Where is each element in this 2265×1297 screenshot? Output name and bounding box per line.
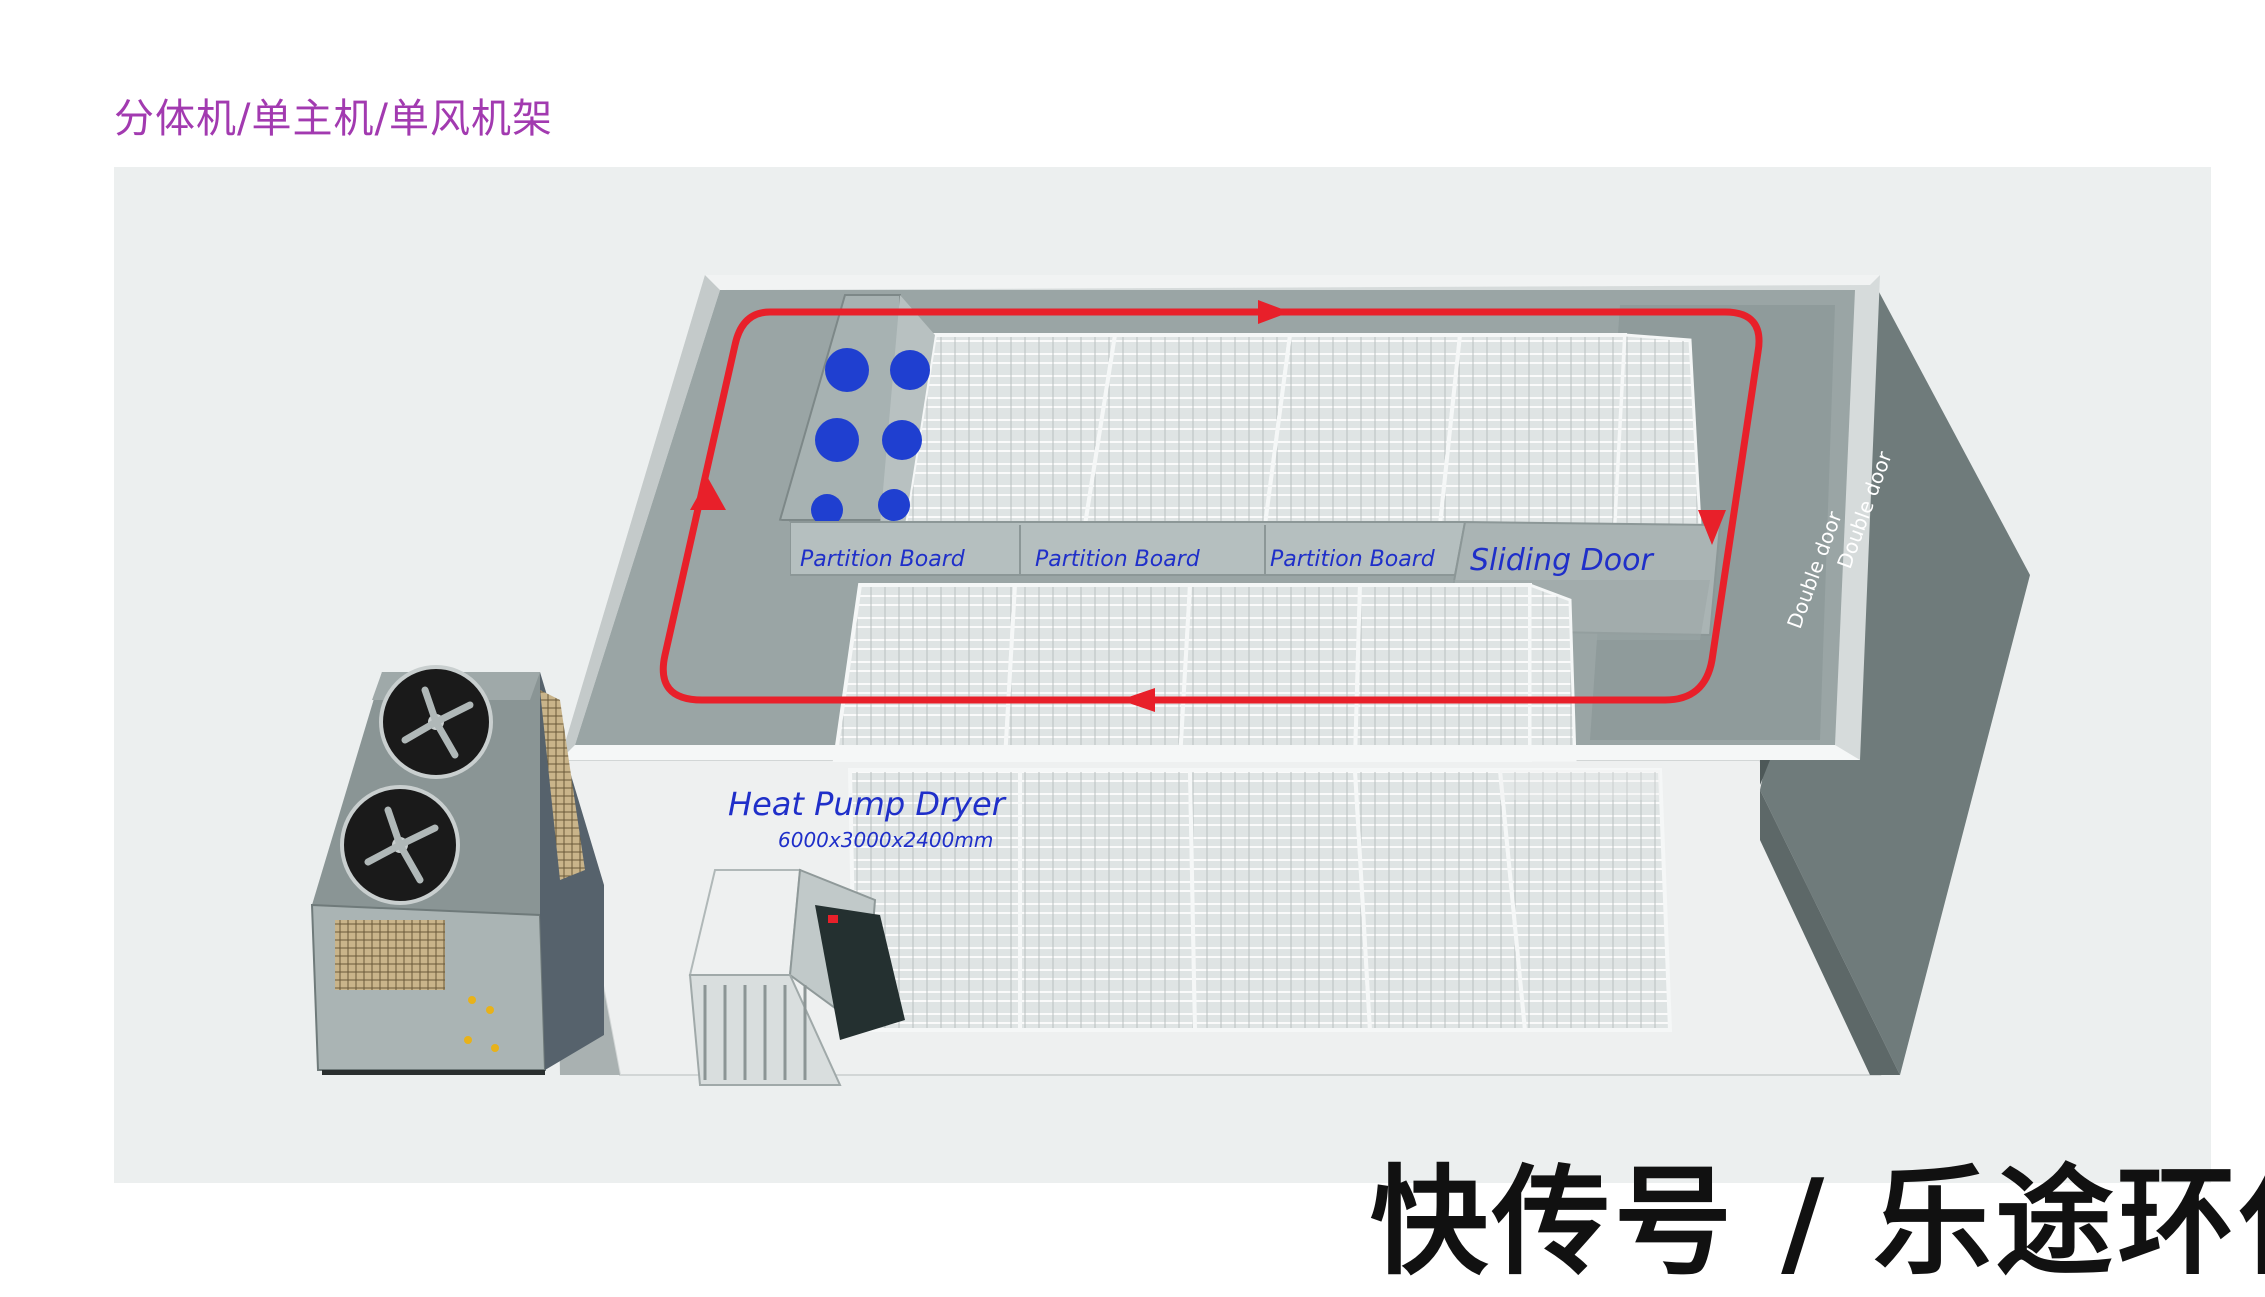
room-top-edges — [560, 275, 1880, 760]
airflow-arrow-icon — [1258, 300, 1290, 324]
dryer-room-diagram: Partition Board Partition Board Partitio… — [310, 275, 2030, 1086]
fan-icon — [825, 348, 869, 392]
middle-racks — [832, 582, 1577, 762]
partition-board-label: Partition Board — [1270, 547, 1436, 572]
fan-icon — [882, 420, 922, 460]
evaporator-fan-wall — [778, 294, 935, 526]
sliding-door-label: Sliding Door — [1470, 543, 1654, 578]
airflow-arrow-icon — [1120, 688, 1155, 712]
airflow-arrow-icon — [690, 478, 726, 510]
indicator-light — [828, 915, 838, 923]
upper-racks — [902, 333, 1702, 527]
fan-icon — [811, 494, 843, 526]
heat-pump-unit — [310, 665, 604, 1075]
partition-board-label: Partition Board — [800, 547, 966, 572]
watermark: 快传号 / 乐途环保 — [1370, 1153, 2265, 1291]
page-title: 分体机/单主机/单风机架 — [114, 96, 553, 142]
dimension-label: 6000x3000x2400mm — [778, 828, 993, 852]
fan-icon — [890, 350, 930, 390]
airflow-loop — [659, 300, 1763, 712]
heat-pump-dryer-label: Heat Pump Dryer — [728, 785, 1007, 823]
lower-racks — [847, 768, 1673, 1032]
airflow-arrow-icon — [1698, 510, 1726, 545]
control-cabinet — [688, 868, 905, 1086]
fan-icon — [878, 489, 910, 521]
fan-icon — [815, 418, 859, 462]
partition-board-label: Partition Board — [1035, 547, 1201, 572]
